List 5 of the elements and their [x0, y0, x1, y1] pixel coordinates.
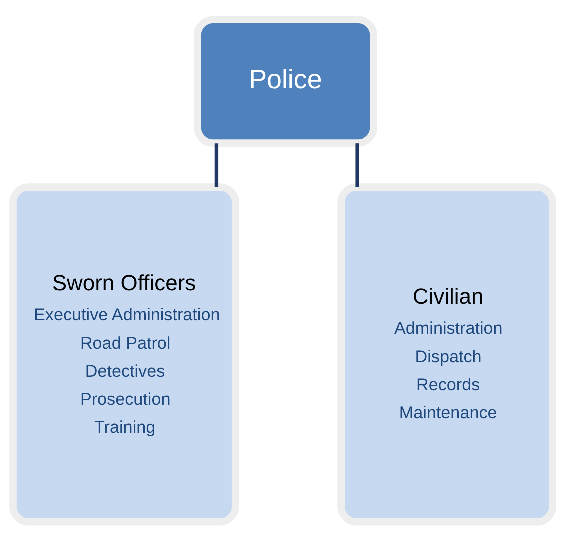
node-box: Police — [194, 16, 378, 147]
node-box: Sworn Officers Executive Administration Road Patrol Detectives Prosecution Training — [10, 184, 240, 526]
connector — [214, 144, 219, 187]
connector — [356, 144, 360, 187]
node-box: Civilian Administration Dispatch Records Maintenance — [338, 184, 556, 526]
